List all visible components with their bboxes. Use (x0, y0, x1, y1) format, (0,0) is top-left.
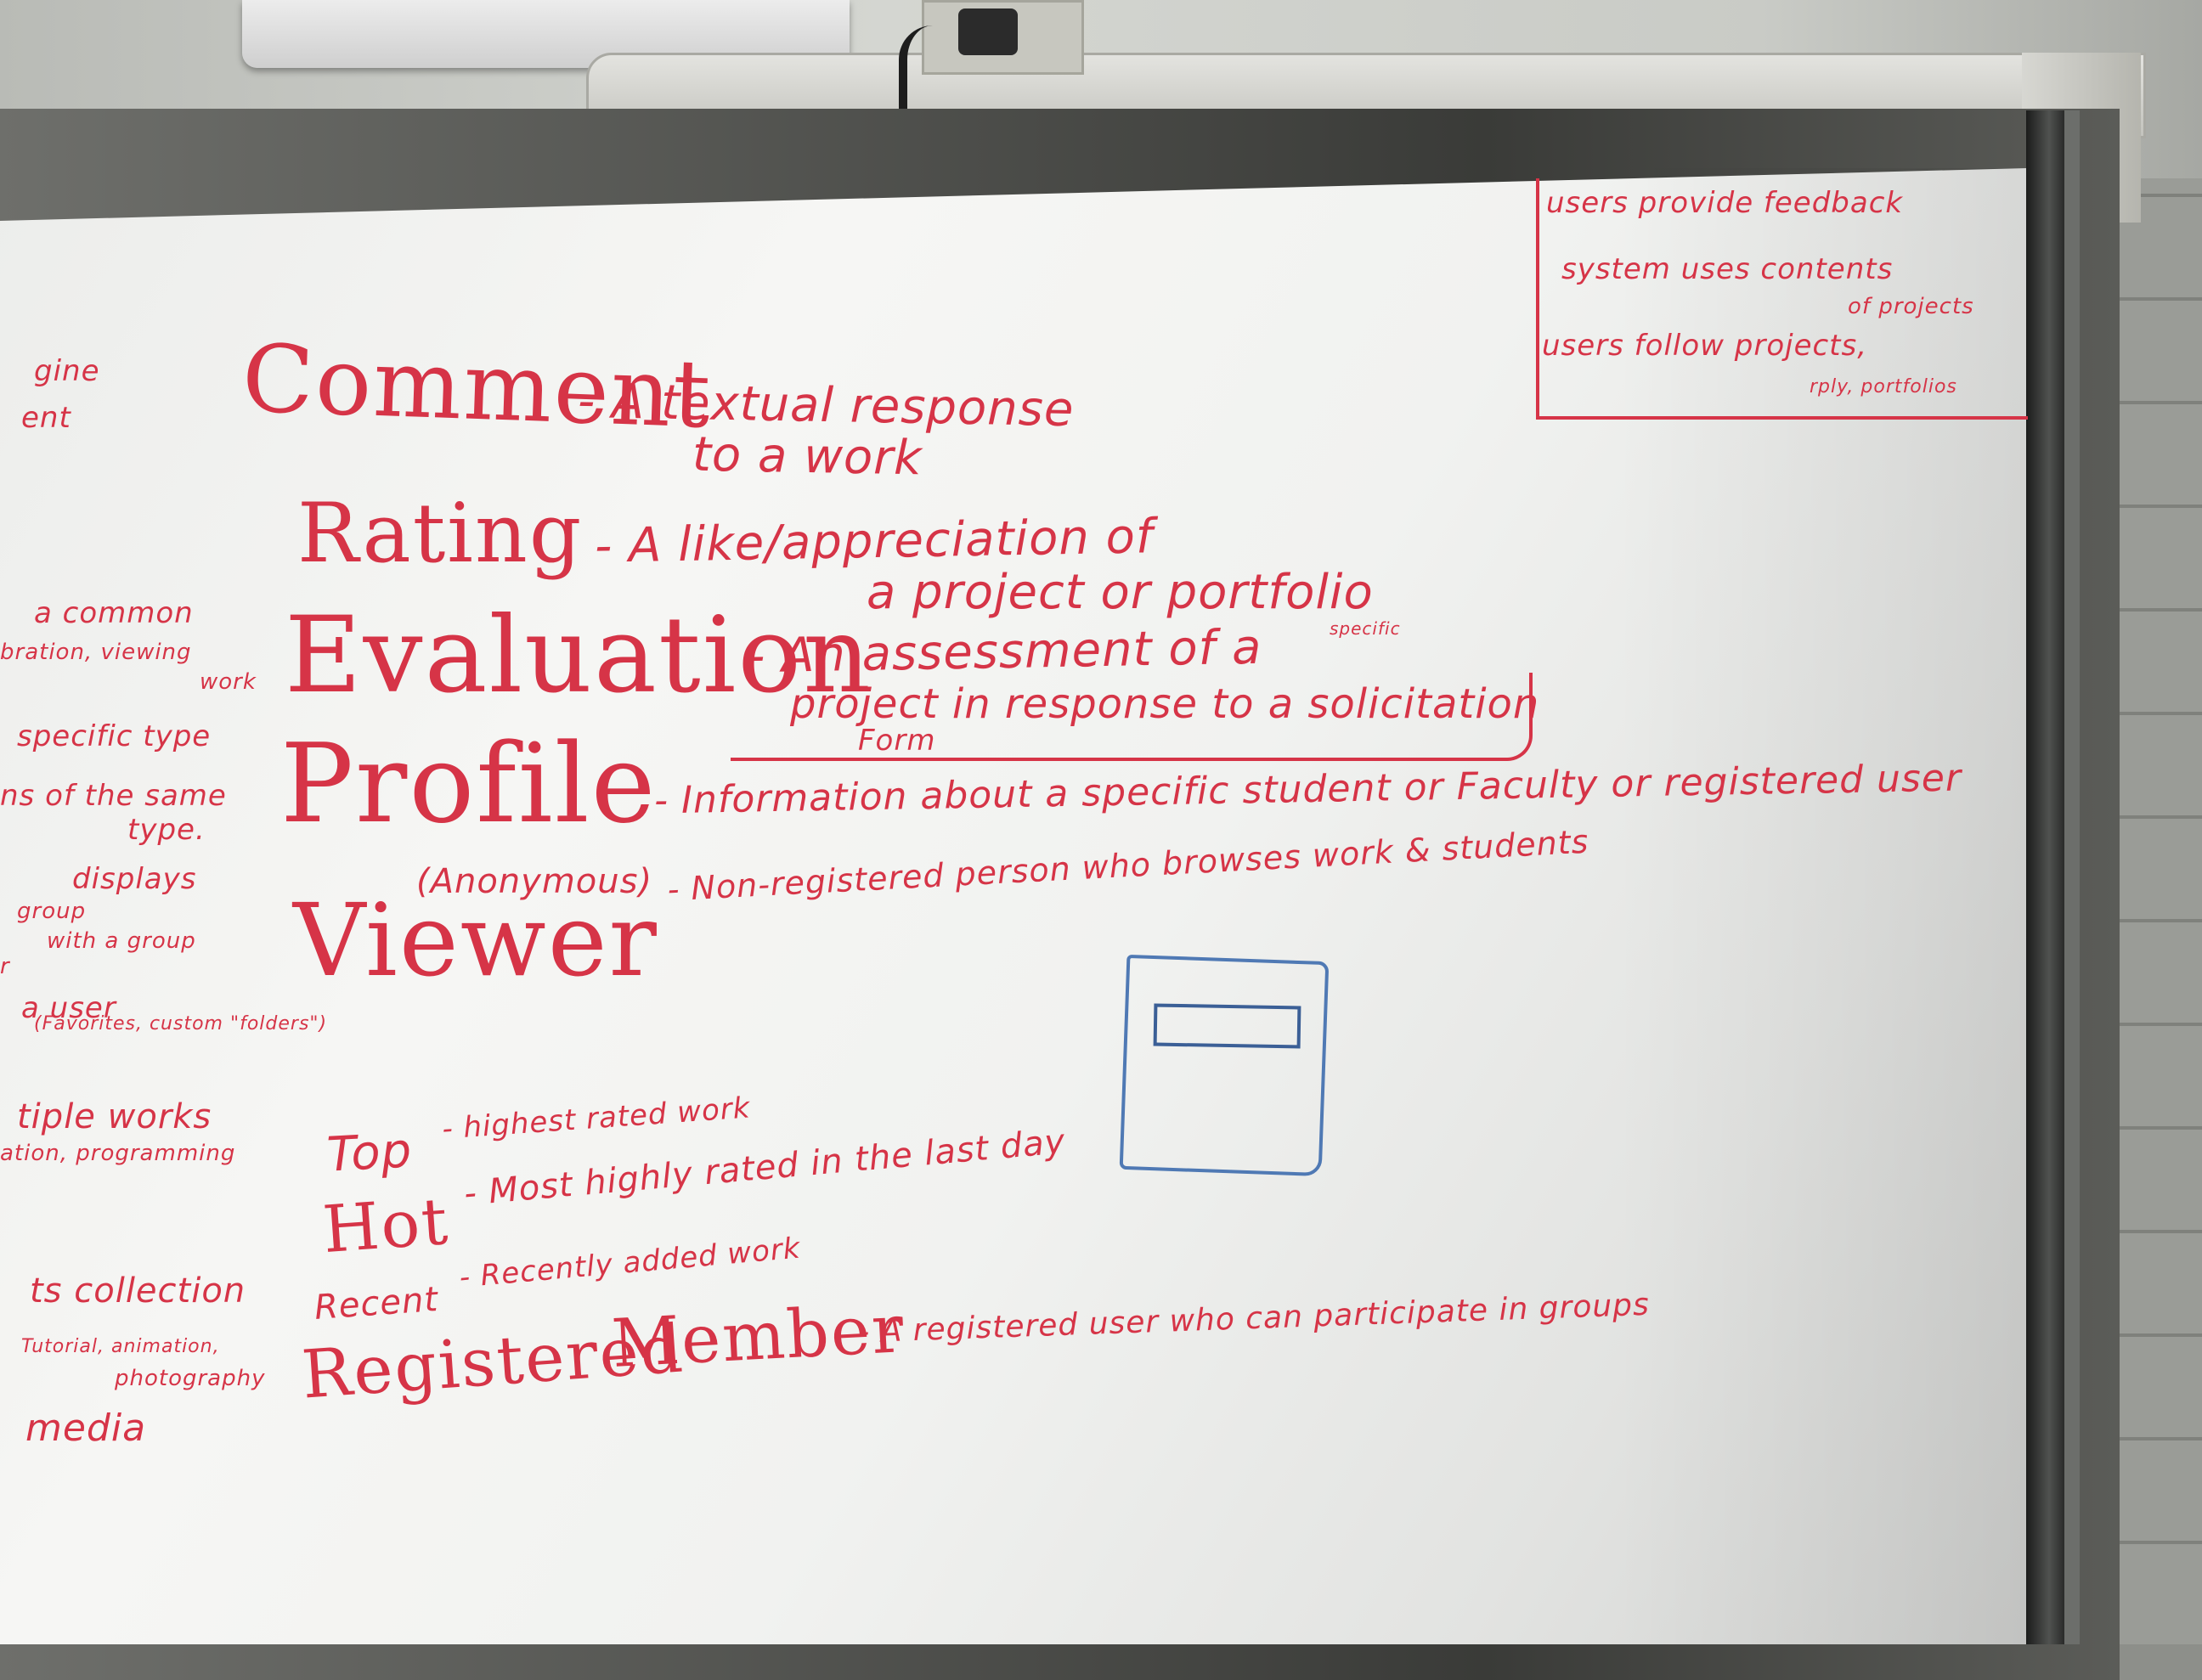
term-viewer: Viewer (293, 882, 658, 999)
term-top: Top (325, 1123, 414, 1183)
def-comment-1: - A textual response (577, 373, 1075, 438)
left-fragment: tiple works (17, 1097, 212, 1136)
note-line-5: rply, portfolios (1810, 376, 1957, 397)
def-evaluation-2: project in response to a solicitation (790, 680, 1540, 728)
left-fragment: work (200, 669, 257, 695)
note-line-3: of projects (1848, 294, 1974, 319)
left-fragment: with a group (47, 928, 196, 954)
note-line-4: users follow projects, (1542, 329, 1868, 363)
term-recent: Recent (313, 1279, 440, 1328)
left-fragment: type. (127, 813, 206, 847)
note-line-1: users provide feedback (1546, 186, 1904, 220)
whiteboard-tray (2026, 110, 2064, 1644)
note-line-2: system uses contents (1561, 252, 1894, 286)
left-fragment: ation, programming (0, 1141, 236, 1166)
def-comment-2: to a work (692, 426, 923, 487)
evaluation-bracket (731, 673, 1533, 761)
def-rating-1: - A like/appreciation of (594, 509, 1155, 574)
term-rating: Rating (297, 486, 584, 581)
left-fragment: bration, viewing (0, 640, 192, 665)
whiteboard-shadow (1614, 168, 2039, 1644)
left-fragment: (Favorites, custom "folders") (34, 1013, 328, 1034)
left-fragment: specific type (17, 719, 212, 753)
def-evaluation-sup: specific (1330, 618, 1401, 639)
term-hot: Hot (320, 1182, 452, 1268)
left-fragment: r (0, 954, 10, 979)
def-rating-2: a project or portfolio (867, 565, 1374, 620)
left-fragment: group (17, 899, 87, 924)
left-fragment: ent (21, 401, 71, 435)
viewer-qualifier: (Anonymous) (416, 862, 653, 901)
left-fragment: photography (115, 1366, 266, 1391)
feedback-note-box (1536, 178, 2028, 420)
left-fragment: ns of the same (0, 779, 227, 813)
def-evaluation-3: Form (858, 724, 936, 758)
left-fragment: media (25, 1407, 147, 1450)
left-fragment: gine (34, 354, 100, 388)
whiteboard-rail (2064, 110, 2080, 1644)
left-fragment: displays (72, 862, 197, 896)
term-profile: Profile (280, 721, 658, 848)
left-fragment: a user (21, 991, 116, 1025)
power-cable (899, 25, 984, 136)
term-evaluation: Evaluation (285, 595, 872, 717)
left-fragment: a common (34, 596, 194, 630)
left-fragment: ts collection (30, 1271, 246, 1311)
wireframe-box-sketch (1119, 954, 1330, 1177)
whiteboard (0, 168, 2039, 1644)
left-fragment: Tutorial, animation, (21, 1336, 220, 1357)
wireframe-bar-sketch (1153, 1003, 1301, 1049)
